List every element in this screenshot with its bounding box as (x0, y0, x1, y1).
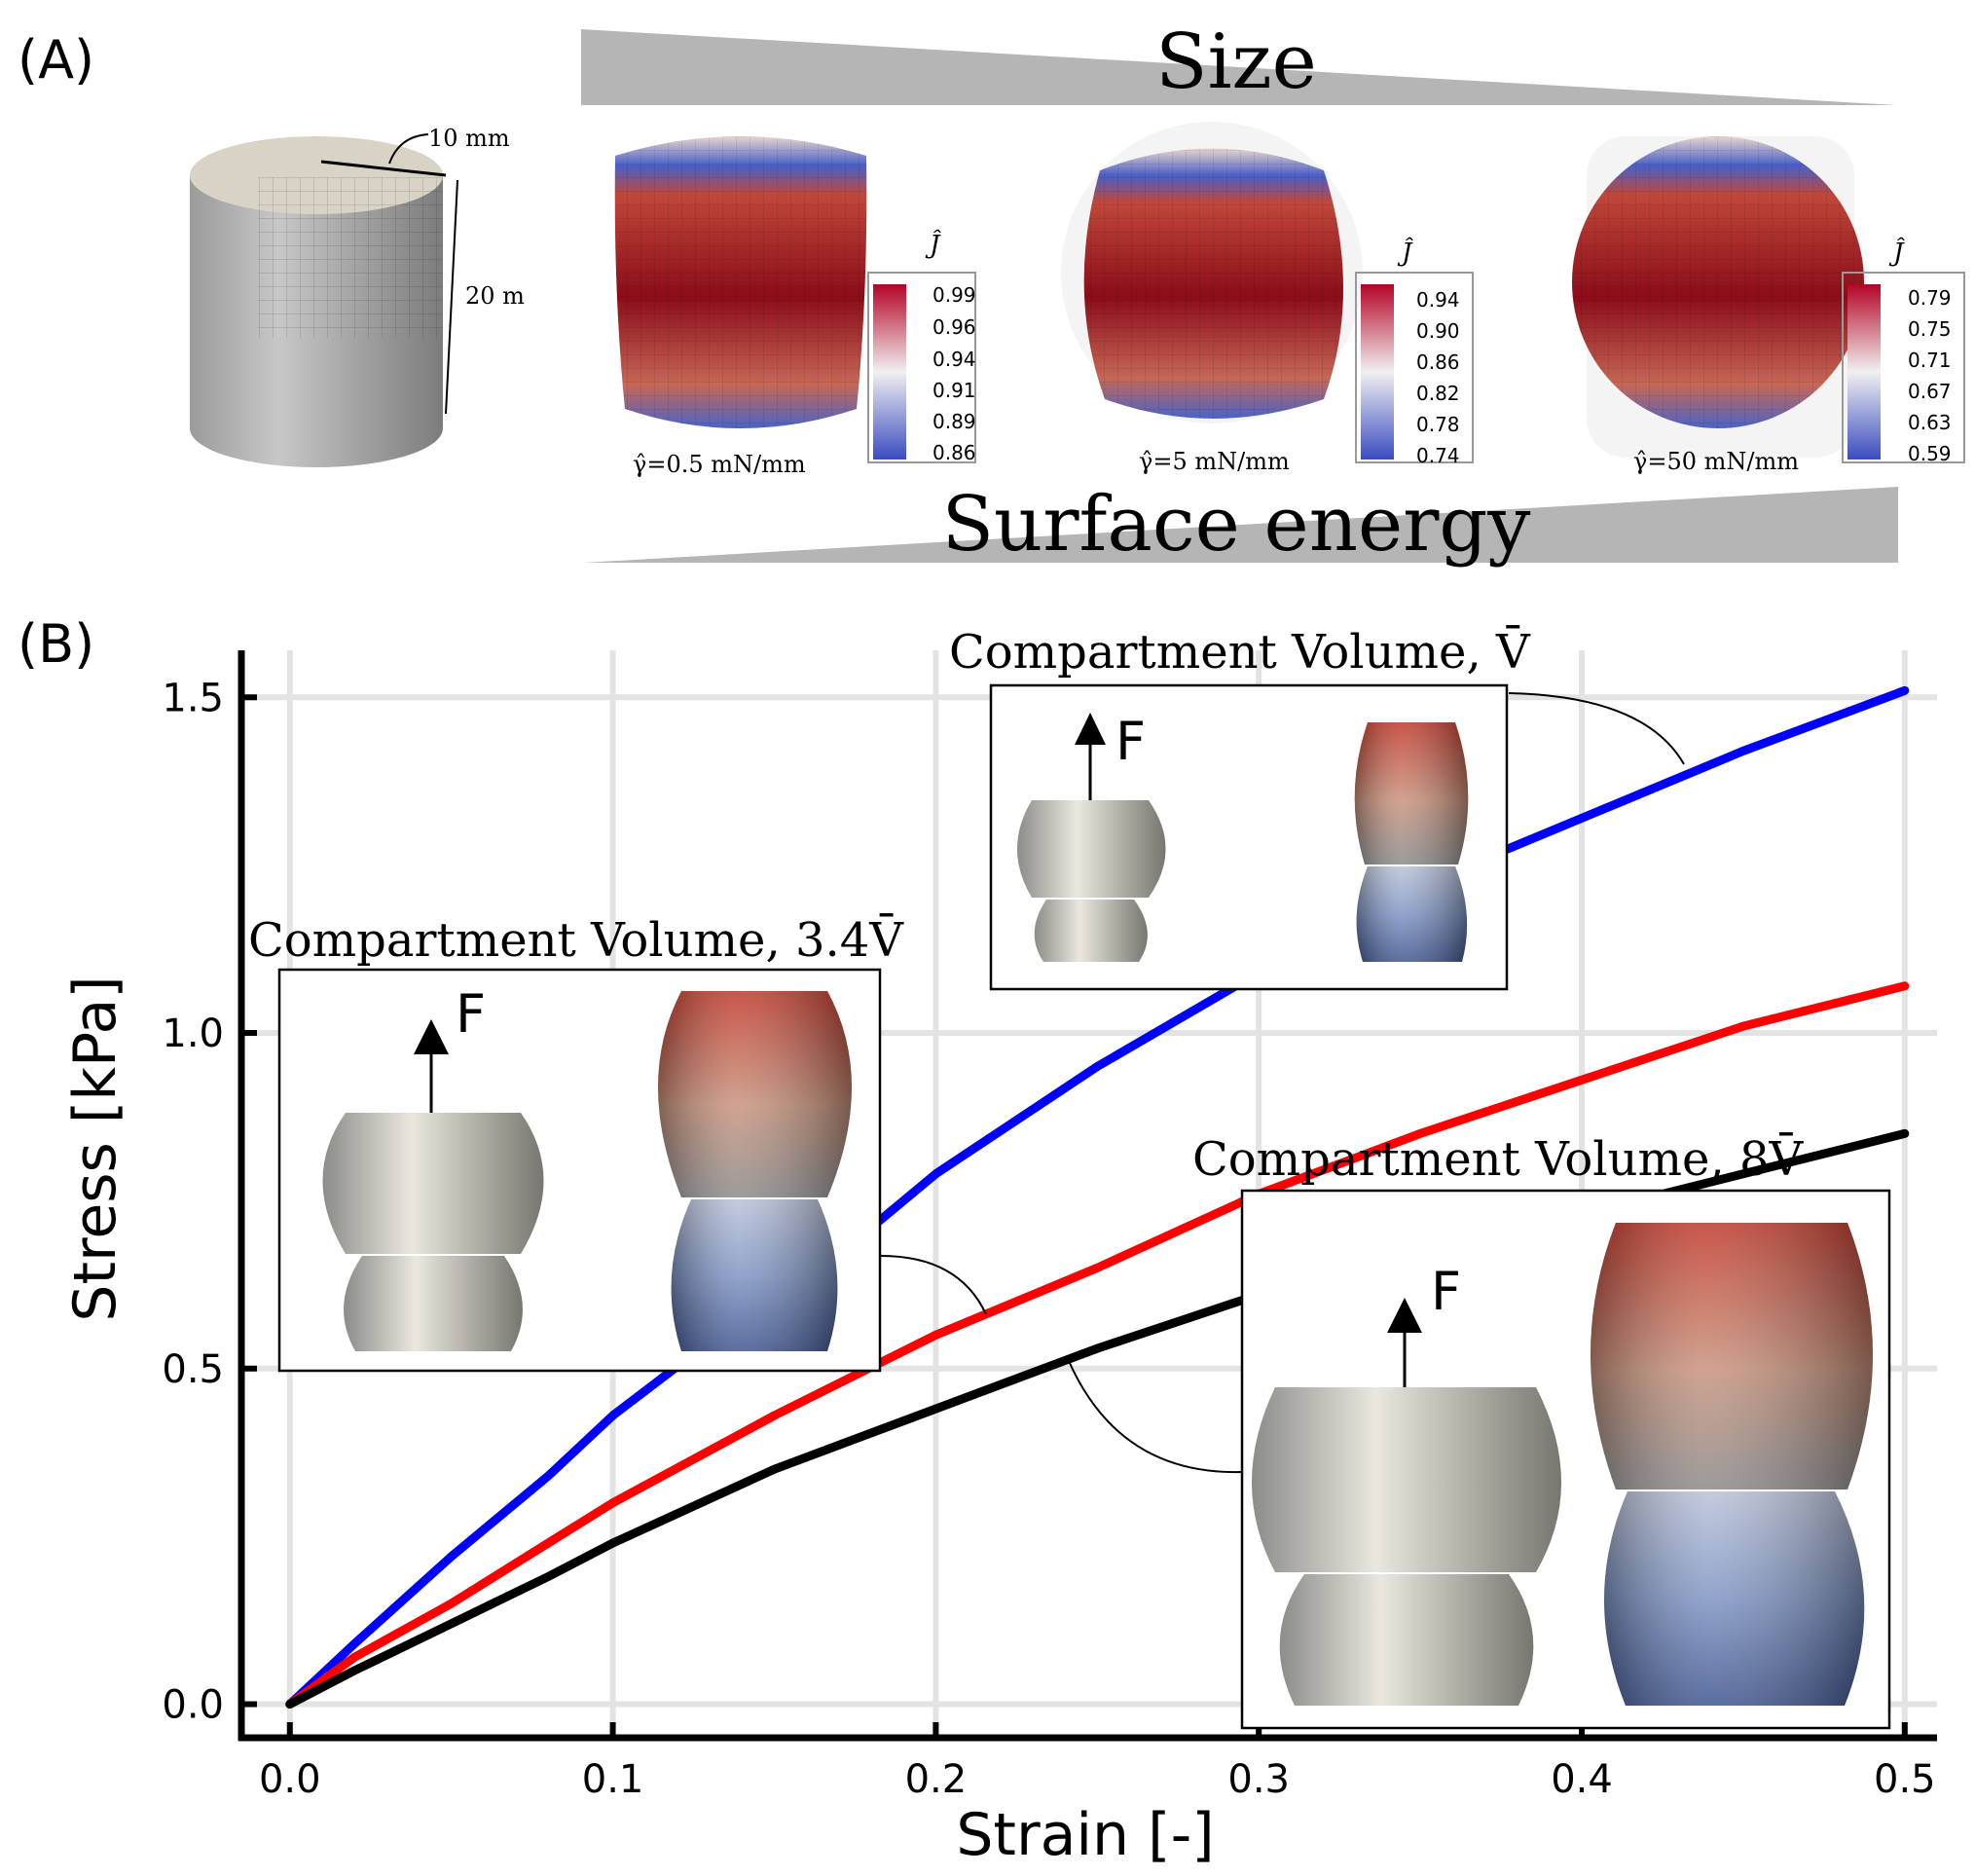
inset-leader-3-4v (880, 1255, 987, 1315)
colorbar-title-case-1: Ĵ (925, 229, 941, 260)
y-axis-label: Stress [kPa] (61, 975, 129, 1321)
force-label: F (456, 983, 486, 1045)
series-line-red (285, 981, 1910, 1709)
force-arrow-3-4v: F (414, 983, 486, 1113)
width-dimension-arrow (320, 160, 447, 177)
surface-energy-wedge (584, 487, 1898, 563)
height-dimension-arrow (445, 179, 458, 415)
width-dimension-label: 10 mm (428, 125, 510, 152)
colorbar-tick: 0.90 (1416, 319, 1460, 343)
colorbar-tick: 0.82 (1416, 382, 1460, 405)
x-tick-label: 0.1 (582, 1757, 644, 1802)
colorbar-tick: 0.94 (933, 348, 976, 371)
undeformed-body-8v (1252, 1387, 1561, 1706)
colorbar-case-3 (1847, 284, 1881, 460)
colorbar-case-2 (1361, 284, 1394, 460)
colorbar-tick: 0.99 (933, 283, 976, 307)
deformed-body-v (1354, 722, 1469, 962)
gamma-label-case-2: γ̂=5 mN/mm (1139, 448, 1290, 475)
panel-a: (A) Size Surface energy 10 mm 20 m Ĵ 0.9… (18, 18, 1965, 569)
gamma-label-case-1: γ̂=0.5 mN/mm (633, 451, 806, 478)
colorbar-tick: 0.79 (1908, 286, 1952, 310)
deformed-body-3-4v (658, 991, 852, 1351)
panel-b-label: (B) (18, 613, 94, 675)
undeformed-body-v (1017, 800, 1166, 962)
deformed-body-8v (1591, 1223, 1873, 1706)
colorbar-tick: 0.91 (933, 379, 976, 402)
x-tick-label: 0.0 (259, 1757, 321, 1802)
x-tick-label: 0.3 (1227, 1757, 1290, 1802)
colorbar-tick: 0.78 (1416, 413, 1460, 436)
colorbar-tick: 0.75 (1908, 317, 1952, 341)
force-arrow-v: F (1075, 711, 1146, 800)
y-tick-label: 1.5 (162, 676, 224, 720)
inset-compartment-8v: Compartment Volume, 8V̄ F (1068, 1130, 1891, 1730)
colorbar-tick: 0.71 (1908, 349, 1952, 372)
gamma-label-case-3: γ̂=50 mN/mm (1633, 448, 1799, 475)
size-label: Size (1155, 18, 1317, 106)
inset-compartment-v: Compartment Volume, V̄ F (949, 623, 1685, 991)
colorbar-title-case-3: Ĵ (1888, 237, 1905, 268)
colorbar-tick: 0.94 (1416, 288, 1460, 312)
panel-a-label: (A) (18, 29, 94, 91)
inset-leader-v (1508, 692, 1685, 765)
colorbar-tick: 0.63 (1908, 411, 1952, 434)
x-tick-label: 0.5 (1874, 1757, 1936, 1802)
deformed-body-case-2: Ĵ 0.94 0.90 0.86 0.82 0.78 0.74 γ̂=5 mN/… (1061, 122, 1474, 475)
inset-title-8v: Compartment Volume, 8V̄ (1192, 1130, 1805, 1187)
deformed-body-case-3: Ĵ 0.79 0.75 0.71 0.67 0.63 0.59 γ̂=50 mN… (1572, 136, 1965, 475)
y-tick-label: 0.0 (162, 1683, 224, 1728)
colorbar-tick: 0.59 (1908, 442, 1952, 465)
x-tick-label: 0.4 (1551, 1757, 1613, 1802)
colorbar-tick: 0.74 (1416, 444, 1460, 467)
surface-energy-label: Surface energy (942, 481, 1531, 569)
undeformed-body-3-4v (322, 1113, 544, 1351)
deformed-body-case-1: Ĵ 0.99 0.96 0.94 0.91 0.89 0.86 γ̂=0.5 m… (614, 136, 976, 478)
force-label: F (1116, 711, 1146, 772)
chart-ticks: 0.0 0.1 0.2 0.3 0.4 0.5 0.0 0.5 1.0 1.5 (162, 676, 1935, 1802)
colorbar-tick: 0.67 (1908, 380, 1952, 403)
colorbar-case-1 (873, 284, 906, 460)
force-arrow-8v: F (1387, 1261, 1461, 1387)
reference-cylinder: 10 mm 20 m (190, 125, 525, 467)
colorbar-tick: 0.89 (933, 410, 976, 433)
chart-axes (238, 650, 1937, 1742)
force-label: F (1431, 1261, 1461, 1322)
inset-title-3-4v: Compartment Volume, 3.4V̄ (248, 911, 904, 968)
inset-title-v: Compartment Volume, V̄ (949, 623, 1531, 680)
inset-leader-8v (1068, 1360, 1242, 1474)
y-tick-label: 0.5 (162, 1347, 224, 1392)
colorbar-title-case-2: Ĵ (1397, 237, 1413, 268)
y-tick-label: 1.0 (162, 1012, 224, 1056)
x-axis-label: Strain [-] (956, 1801, 1214, 1869)
colorbar-tick: 0.86 (1416, 350, 1460, 374)
x-tick-label: 0.2 (905, 1757, 968, 1802)
inset-compartment-3-4v: Compartment Volume, 3.4V̄ F (248, 911, 987, 1373)
colorbar-tick: 0.86 (933, 441, 976, 464)
size-wedge (581, 29, 1896, 105)
height-dimension-label: 20 m (465, 282, 525, 310)
colorbar-tick: 0.96 (933, 315, 976, 339)
